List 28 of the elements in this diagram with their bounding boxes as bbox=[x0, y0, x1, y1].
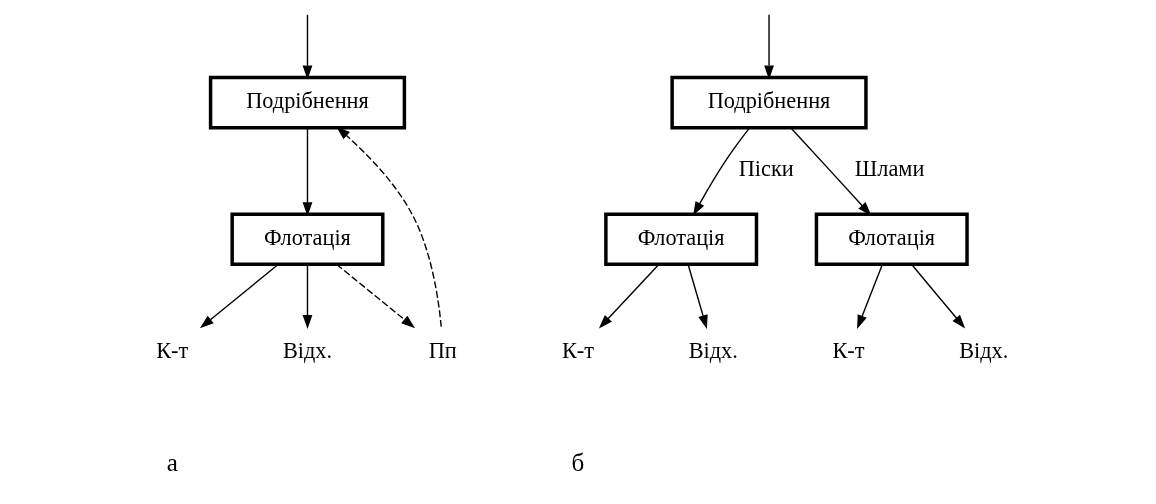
node-text: Відх. bbox=[959, 337, 1009, 363]
node-text: Пп bbox=[428, 337, 457, 363]
node-text: К-т bbox=[832, 337, 865, 363]
arrow bbox=[764, 14, 774, 80]
arrow bbox=[336, 126, 442, 328]
node-box: Флотація bbox=[604, 212, 759, 267]
arrow bbox=[687, 263, 708, 329]
arrow bbox=[302, 263, 313, 330]
node-text: Відх. bbox=[282, 337, 333, 363]
arrow bbox=[302, 14, 313, 80]
arrow bbox=[911, 263, 966, 329]
node-box: Подрібнення bbox=[670, 75, 868, 130]
arrow bbox=[693, 127, 751, 216]
node-text: Відх. bbox=[688, 337, 738, 363]
edge-label: Піски bbox=[738, 156, 794, 182]
arrow bbox=[790, 127, 872, 216]
label: а bbox=[166, 449, 178, 477]
arrow bbox=[598, 263, 660, 329]
node-box: Флотація bbox=[230, 212, 385, 267]
node-box: Подрібнення bbox=[208, 75, 407, 130]
node-text: К-т bbox=[156, 337, 189, 363]
arrow bbox=[199, 263, 279, 329]
arrow bbox=[336, 263, 416, 329]
node-text: К-т bbox=[561, 337, 595, 363]
edge-label: Шлами bbox=[854, 156, 925, 182]
node-box: Флотація bbox=[814, 212, 969, 267]
arrow bbox=[857, 263, 884, 329]
label: б bbox=[571, 449, 585, 477]
